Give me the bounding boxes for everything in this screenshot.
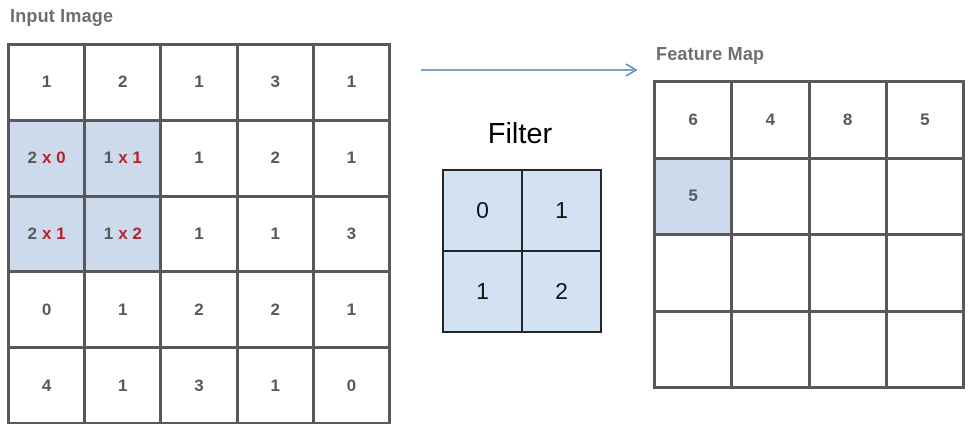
- grid-cell: 0: [314, 349, 388, 422]
- grid-cell: 4: [10, 349, 84, 422]
- grid-cell: 6: [656, 83, 731, 157]
- grid-cell: 1: [314, 273, 388, 347]
- grid-cell: 0: [444, 171, 521, 250]
- grid-cell: [733, 159, 808, 233]
- grid-cell: [656, 312, 731, 386]
- grid-cell: 8: [810, 83, 885, 157]
- grid-cell: 2: [162, 273, 236, 347]
- grid-cell: 1: [238, 349, 312, 422]
- grid-cell: 2: [523, 252, 600, 331]
- cell-value: 2: [27, 148, 37, 168]
- grid-cell: 1: [314, 46, 388, 119]
- grid-cell: 5: [656, 159, 731, 233]
- grid-cell: 3: [162, 349, 236, 422]
- right-arrow-icon: [421, 63, 638, 77]
- grid-cell: 1: [238, 197, 312, 271]
- cell-value: 5: [688, 186, 698, 206]
- grid-cell: 1: [86, 273, 160, 347]
- grid-cell: [733, 236, 808, 310]
- grid-cell: 1: [86, 349, 160, 422]
- grid-cell: 4: [733, 83, 808, 157]
- grid-cell: 0: [10, 273, 84, 347]
- input-image-label: Input Image: [10, 6, 114, 26]
- grid-cell: [887, 159, 962, 233]
- grid-cell: 3: [314, 197, 388, 271]
- grid-cell: 1: [162, 46, 236, 119]
- grid-cell: 2: [238, 273, 312, 347]
- cell-value: 1: [103, 223, 114, 243]
- grid-cell: 1: [523, 171, 600, 250]
- cell-filter-multiplier: x 1: [118, 148, 142, 168]
- cell-filter-multiplier: x 1: [42, 223, 66, 243]
- grid-cell: 1: [444, 252, 521, 331]
- feature-map-label: Feature Map: [656, 44, 765, 64]
- grid-cell: [810, 236, 885, 310]
- grid-cell: [810, 159, 885, 233]
- grid-cell: 3: [238, 46, 312, 119]
- grid-cell: 1: [162, 121, 236, 195]
- grid-cell: 2: [86, 46, 160, 119]
- grid-cell: [733, 312, 808, 386]
- cell-value: 1: [103, 148, 114, 168]
- grid-cell: [887, 236, 962, 310]
- grid-cell: 1: [314, 121, 388, 195]
- cell-value: 2: [27, 223, 37, 243]
- grid-cell: 5: [887, 83, 962, 157]
- grid-cell: [810, 312, 885, 386]
- cell-filter-multiplier: x 2: [118, 223, 142, 243]
- cell-filter-multiplier: x 0: [42, 148, 66, 168]
- grid-cell: 1: [162, 197, 236, 271]
- grid-cell: [656, 236, 731, 310]
- grid-cell: [887, 312, 962, 386]
- grid-cell: 1: [10, 46, 84, 119]
- grid-cell: 2: [238, 121, 312, 195]
- filter-label: Filter: [487, 118, 553, 150]
